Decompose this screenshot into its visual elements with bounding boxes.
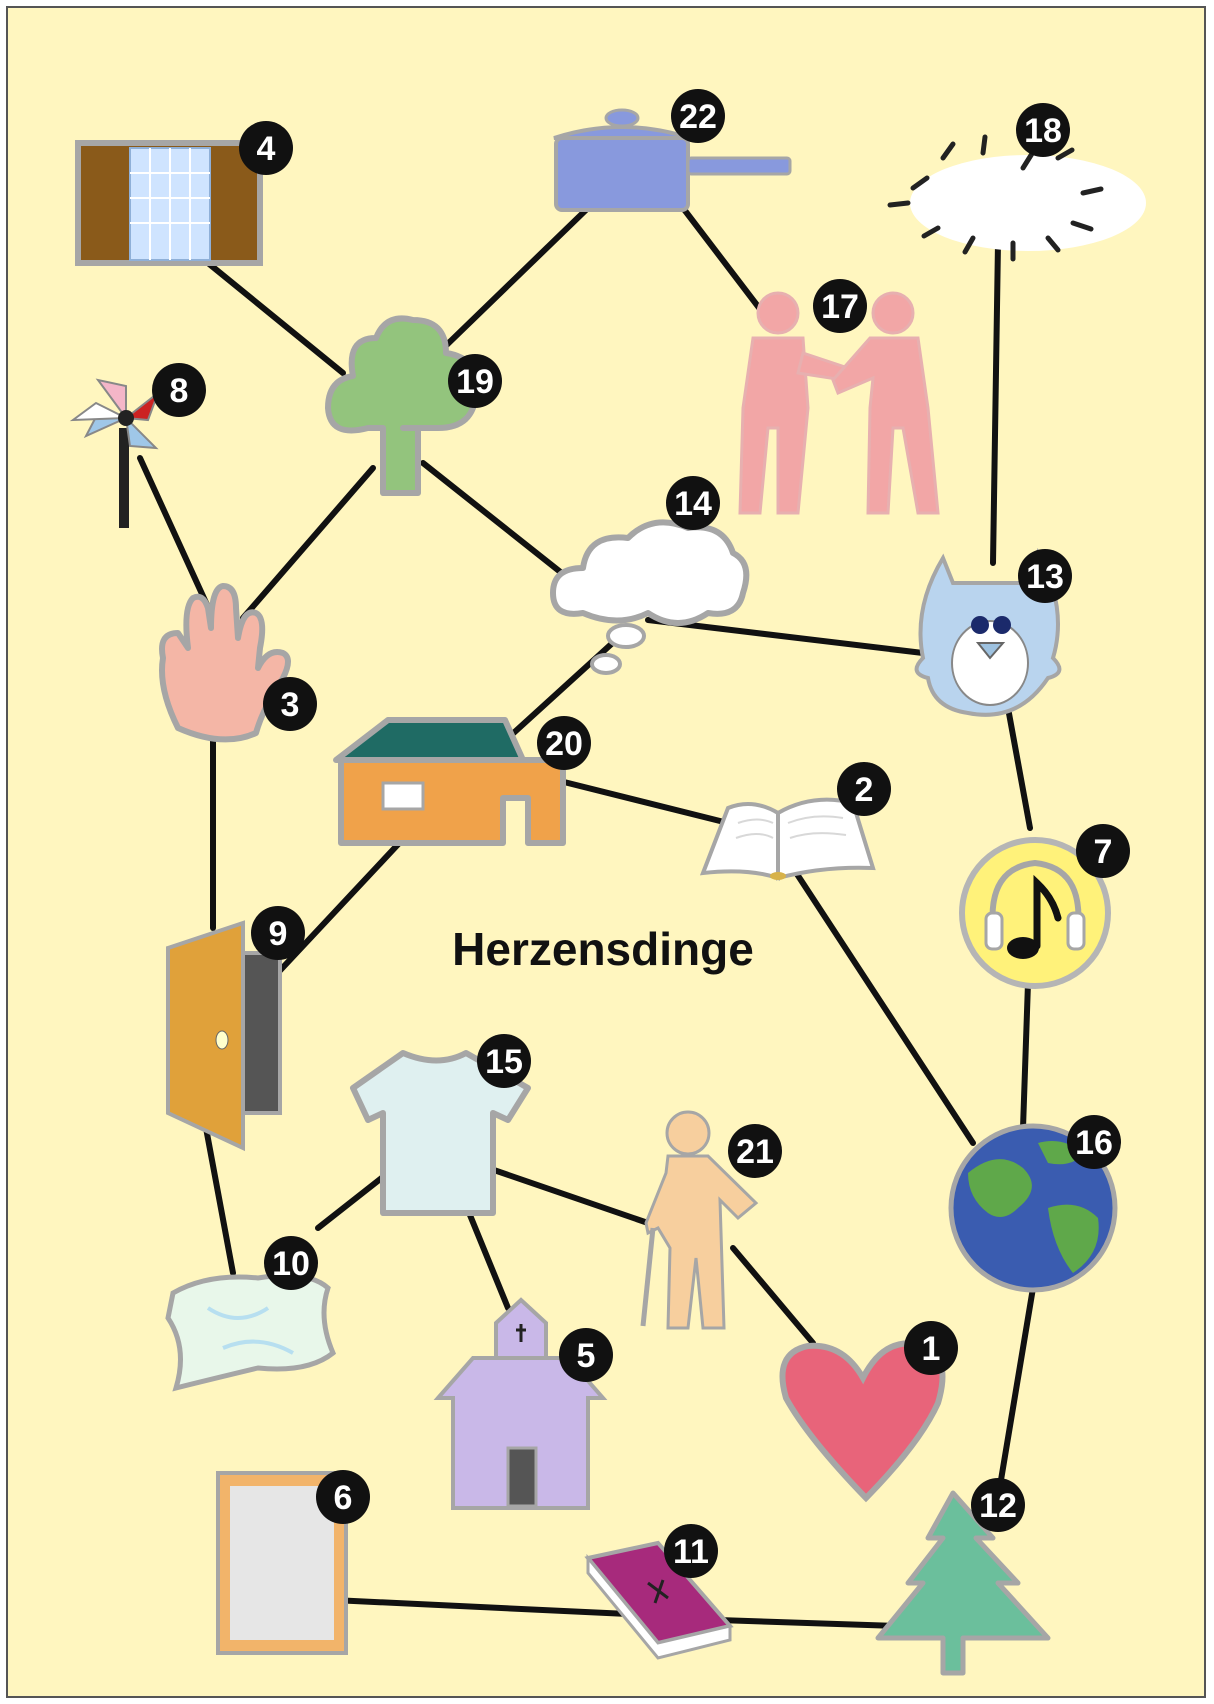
- edge-14-13: [645, 617, 926, 656]
- badge-label-9: 9: [269, 915, 288, 953]
- music-headphones-icon[interactable]: [959, 837, 1111, 989]
- edge-19-14: [420, 460, 571, 581]
- badge-13: 13: [1018, 549, 1072, 603]
- badge-5: 5: [559, 1328, 613, 1382]
- picture-frame-icon[interactable]: [216, 1471, 348, 1655]
- badge-label-21: 21: [736, 1133, 774, 1171]
- edge-13-7: [1005, 705, 1033, 831]
- badge-18: 18: [1016, 103, 1070, 157]
- badge-label-8: 8: [170, 372, 189, 410]
- edge-15-5: [460, 1195, 511, 1311]
- badge-label-19: 19: [456, 363, 494, 401]
- heart-icon[interactable]: [779, 1340, 946, 1503]
- badge-label-13: 13: [1026, 558, 1064, 596]
- pillow-icon[interactable]: [165, 1273, 337, 1392]
- church-icon[interactable]: [433, 1297, 608, 1510]
- badge-2: 2: [837, 762, 891, 816]
- badge-label-16: 16: [1075, 1124, 1113, 1162]
- edge-15-21: [485, 1165, 651, 1226]
- window-icon[interactable]: [75, 140, 263, 266]
- badge-19: 19: [448, 354, 502, 408]
- badge-label-4: 4: [257, 130, 276, 168]
- badge-label-17: 17: [821, 288, 859, 326]
- thought-cloud-icon[interactable]: [550, 519, 750, 675]
- badge-9: 9: [251, 906, 305, 960]
- badge-label-6: 6: [334, 1479, 353, 1517]
- badge-label-1: 1: [922, 1330, 941, 1368]
- rain-cloud-icon[interactable]: [887, 134, 1146, 262]
- edge-21-1: [730, 1245, 816, 1346]
- badge-label-15: 15: [485, 1043, 523, 1081]
- open-book-icon[interactable]: [699, 797, 876, 881]
- edge-20-9: [270, 820, 421, 981]
- tree-icon[interactable]: [325, 315, 480, 496]
- cooking-pot-icon[interactable]: [553, 108, 792, 212]
- globe-icon[interactable]: [948, 1123, 1118, 1293]
- badge-4: 4: [239, 121, 293, 175]
- edge-8-3: [137, 455, 216, 621]
- badge-label-18: 18: [1024, 112, 1062, 150]
- bible-icon[interactable]: [584, 1540, 734, 1660]
- badge-16: 16: [1067, 1115, 1121, 1169]
- edge-10-15: [315, 1170, 391, 1231]
- badge-label-3: 3: [281, 686, 300, 724]
- badge-label-2: 2: [855, 771, 874, 809]
- edge-7-16: [1020, 980, 1031, 1131]
- badge-label-10: 10: [272, 1245, 310, 1283]
- badge-11: 11: [664, 1524, 718, 1578]
- badge-8: 8: [152, 363, 206, 417]
- badge-label-22: 22: [679, 98, 717, 136]
- handshake-icon[interactable]: [738, 291, 940, 515]
- door-icon[interactable]: [166, 920, 282, 1152]
- fir-tree-icon[interactable]: [875, 1490, 1051, 1676]
- badge-12: 12: [971, 1478, 1025, 1532]
- badge-label-20: 20: [545, 725, 583, 763]
- edge-22-19: [425, 205, 591, 366]
- elder-person-icon[interactable]: [640, 1110, 759, 1330]
- badge-1: 1: [904, 1321, 958, 1375]
- connections: [137, 205, 1036, 1629]
- edge-4-19: [205, 260, 346, 376]
- badge-3: 3: [263, 677, 317, 731]
- badge-22: 22: [671, 89, 725, 143]
- badge-17: 17: [813, 279, 867, 333]
- badge-20: 20: [537, 716, 591, 770]
- badge-label-7: 7: [1094, 833, 1113, 871]
- edge-6-11: [330, 1597, 651, 1618]
- owl-icon[interactable]: [914, 548, 1062, 717]
- badge-label-11: 11: [673, 1533, 709, 1571]
- edge-18-13: [990, 240, 1001, 566]
- house-icon[interactable]: [333, 717, 566, 846]
- badge-7: 7: [1076, 824, 1130, 878]
- pinwheel-icon[interactable]: [69, 378, 161, 528]
- badge-15: 15: [477, 1034, 531, 1088]
- edge-2-16: [790, 865, 976, 1146]
- edge-16-12: [995, 1285, 1036, 1501]
- edge-19-3: [240, 465, 376, 621]
- edge-22-17: [680, 205, 766, 316]
- board-canvas: Herzensdinge: [69, 89, 1146, 1676]
- badge-21: 21: [728, 1124, 782, 1178]
- edge-20-2: [545, 775, 731, 826]
- diagram-title: Herzensdinge: [452, 923, 754, 975]
- badge-6: 6: [316, 1470, 370, 1524]
- shirt-icon[interactable]: [350, 1050, 531, 1216]
- edge-11-12: [715, 1617, 901, 1629]
- map-board: Herzensdinge: [6, 6, 1206, 1698]
- badge-14: 14: [666, 476, 720, 530]
- badge-label-14: 14: [674, 485, 712, 523]
- badge-10: 10: [264, 1236, 318, 1290]
- edge-9-10: [203, 1125, 236, 1276]
- badge-label-5: 5: [577, 1337, 596, 1375]
- badge-label-12: 12: [979, 1487, 1017, 1525]
